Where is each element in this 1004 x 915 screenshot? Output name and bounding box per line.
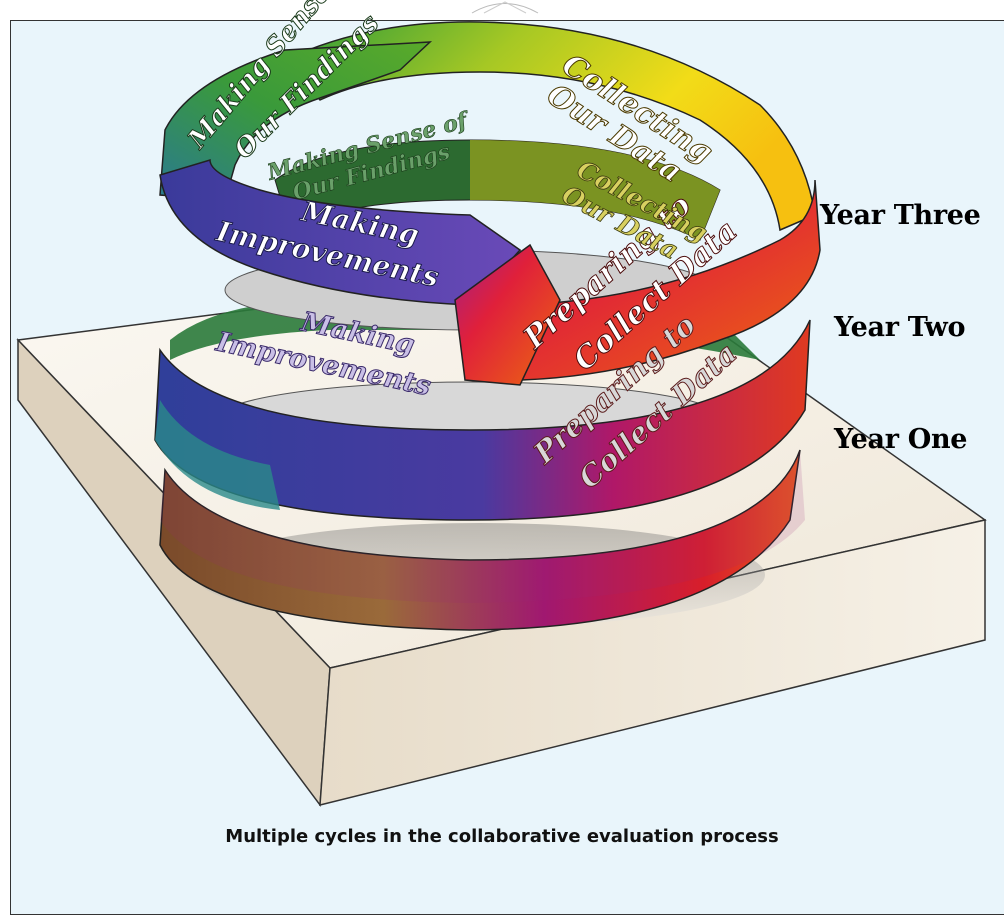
coil-year-one [159, 449, 805, 631]
watermark-logo [471, 1, 539, 14]
coil-year-three [159, 21, 821, 386]
label-year-two: Year Two [834, 312, 966, 343]
label-year-three: Year Three [820, 200, 981, 231]
label-year-one: Year One [834, 424, 968, 455]
figure-caption: Multiple cycles in the collaborative eva… [225, 826, 779, 847]
